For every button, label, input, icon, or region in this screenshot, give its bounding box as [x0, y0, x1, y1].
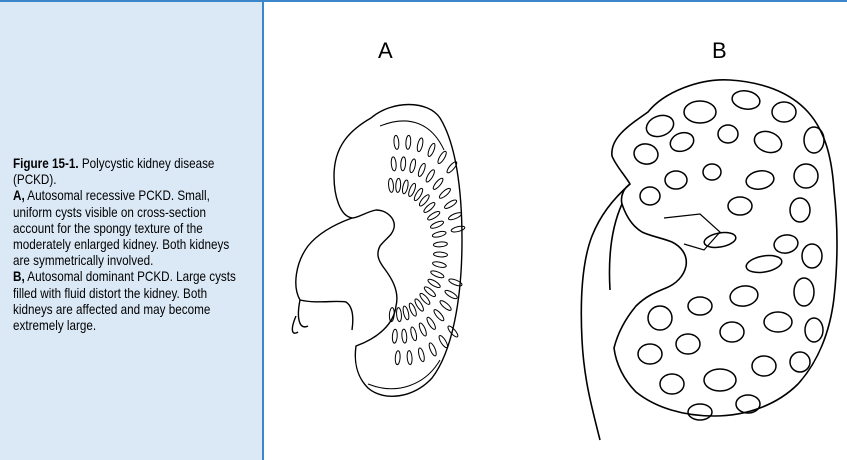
kidney-b-cysts	[632, 89, 824, 420]
kidney-a-ureter	[296, 218, 353, 330]
cyst	[425, 316, 436, 330]
cyst	[751, 128, 784, 156]
cyst	[804, 127, 824, 153]
cyst	[438, 334, 449, 348]
cyst	[430, 220, 445, 230]
cyst	[668, 129, 697, 154]
cyst	[448, 211, 463, 221]
cyst	[427, 143, 437, 158]
cyst	[638, 344, 662, 364]
cyst	[451, 225, 466, 233]
cyst	[418, 322, 428, 337]
cyst	[688, 297, 712, 315]
cyst	[433, 252, 447, 258]
cyst	[395, 351, 401, 365]
cyst	[391, 157, 397, 171]
cyst	[632, 142, 659, 166]
cyst	[439, 299, 453, 312]
cyst	[805, 318, 823, 342]
kidney-a-cysts	[388, 135, 465, 365]
part-b-text: Autosomal dominant PCKD. Large cysts fil…	[13, 269, 236, 333]
part-a-text: Autosomal recessive PCKD. Small, uniform…	[13, 188, 229, 268]
cyst	[728, 284, 759, 309]
cyst	[643, 112, 676, 140]
cyst	[794, 164, 818, 188]
cyst	[432, 308, 445, 322]
cyst	[640, 187, 660, 205]
cyst	[704, 369, 736, 391]
cyst	[430, 269, 445, 279]
cyst	[427, 278, 441, 289]
cyst	[764, 312, 792, 332]
cyst	[731, 89, 762, 112]
cyst	[396, 307, 402, 321]
cyst	[676, 334, 700, 354]
cyst	[648, 306, 672, 330]
part-a-letter: A,	[13, 188, 25, 203]
cyst	[794, 278, 814, 306]
kidney-illustration	[264, 0, 847, 460]
cyst	[703, 164, 721, 180]
cyst	[432, 230, 447, 238]
cyst	[736, 395, 760, 413]
cyst	[745, 253, 783, 275]
cyst	[703, 230, 737, 249]
cyst	[660, 374, 684, 394]
cyst	[400, 157, 406, 171]
cyst	[772, 102, 796, 122]
cyst	[718, 125, 738, 143]
cyst	[438, 187, 452, 200]
cyst	[416, 137, 424, 152]
kidney-b-ureter	[581, 184, 630, 440]
part-b-letter: B,	[13, 269, 25, 284]
cyst	[790, 352, 810, 372]
cyst	[388, 178, 394, 192]
cyst	[405, 135, 411, 149]
cyst	[444, 289, 458, 300]
cyst	[417, 163, 427, 178]
cyst	[407, 350, 413, 364]
kidney-b	[581, 80, 837, 440]
cyst	[745, 169, 776, 192]
kidney-a	[292, 105, 465, 397]
cyst	[752, 356, 776, 376]
cyst	[402, 306, 410, 321]
figure-caption: Figure 15-1. Polycystic kidney disease (…	[13, 156, 247, 334]
cyst	[802, 244, 822, 268]
cyst	[688, 404, 712, 420]
cyst	[433, 241, 447, 247]
cyst	[432, 177, 445, 191]
cyst	[401, 329, 407, 343]
cyst	[392, 329, 398, 343]
cyst	[665, 171, 687, 189]
cyst	[790, 198, 810, 222]
cyst	[425, 169, 436, 183]
cyst	[773, 233, 800, 255]
cyst	[401, 180, 409, 195]
cyst	[684, 101, 716, 123]
cyst	[410, 326, 418, 341]
cyst	[436, 150, 447, 164]
cyst	[443, 198, 457, 209]
cyst	[395, 178, 401, 192]
cyst	[393, 135, 399, 149]
cyst	[728, 197, 752, 215]
cyst	[720, 322, 744, 342]
cyst	[428, 342, 438, 357]
cyst	[432, 261, 447, 269]
cyst	[409, 158, 417, 173]
cyst	[417, 347, 425, 362]
kidney-b-outline	[612, 80, 837, 416]
figure-number: Figure 15-1.	[13, 156, 79, 171]
